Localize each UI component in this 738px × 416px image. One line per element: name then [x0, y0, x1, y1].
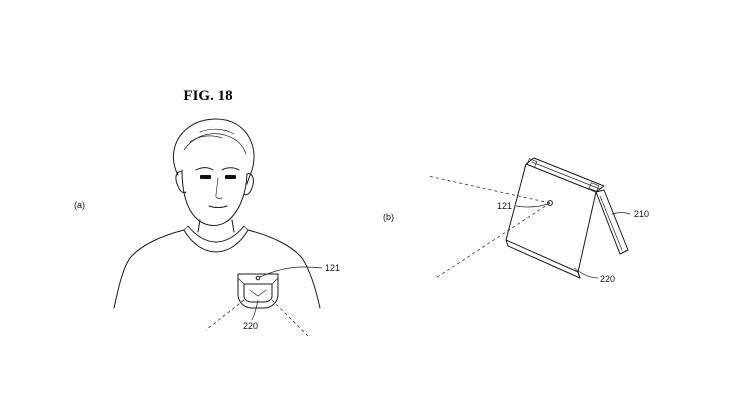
person-illustration — [113, 118, 321, 309]
ref-220-b: 220 — [600, 274, 615, 284]
device-210 — [595, 189, 629, 255]
leader-121-a — [259, 266, 323, 278]
leader-210-b — [611, 212, 631, 215]
ref-220-a: 220 — [243, 321, 258, 331]
leader-220-b — [573, 267, 599, 279]
camera-121-b — [547, 200, 553, 206]
panel-a-label: (a) — [74, 200, 85, 210]
fov-left-line — [205, 299, 245, 331]
panel-b-label: (b) — [383, 212, 394, 222]
figure-title: FIG. 18 — [183, 88, 232, 104]
camera-121 — [255, 275, 261, 281]
panel-b: (b) 121 210 220 — [383, 157, 649, 284]
panel-a: (a) — [74, 118, 340, 337]
device-220 — [505, 157, 605, 279]
ref-210-b: 210 — [634, 209, 649, 219]
wearable-device-220 — [237, 273, 279, 309]
fov-lower-line — [435, 202, 551, 279]
leader-121-b — [515, 203, 549, 208]
ref-121-a: 121 — [325, 263, 340, 273]
fov-upper-line — [427, 175, 551, 204]
ref-121-b: 121 — [497, 201, 512, 211]
leader-220-a — [251, 299, 259, 321]
fov-right-line — [271, 299, 309, 337]
